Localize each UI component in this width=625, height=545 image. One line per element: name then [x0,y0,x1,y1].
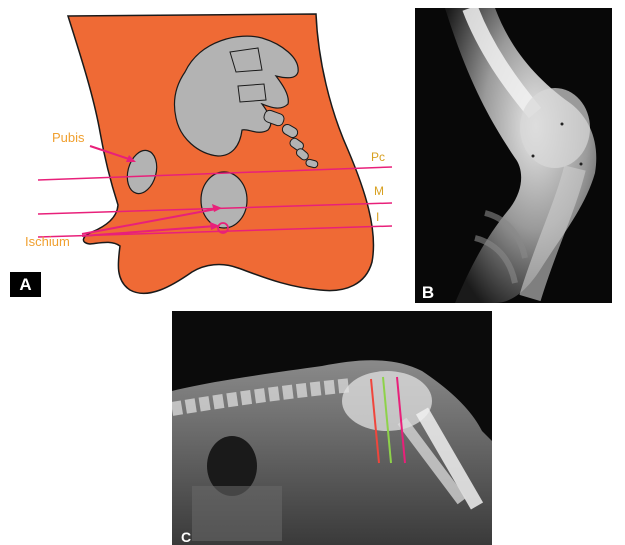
abdomen-texture [192,486,282,541]
marker-dot [561,123,564,126]
pc-line-label: Pc [371,150,385,164]
i-line-label: I [376,210,379,224]
pelvis-diagram [0,0,410,305]
marker-dot [580,163,583,166]
pubis-label: Pubis [52,130,85,145]
diagram-panel-a [0,0,410,305]
ischium-label: Ischium [25,234,70,249]
pelvis-bone-b [520,88,590,168]
panel-letter-b: B [415,283,441,303]
m-line-label: M [374,184,384,198]
radiograph-panel-b [415,8,612,303]
panel-letter-a: A [10,272,41,297]
ischium-bone [201,172,247,228]
radiograph-c-image [172,311,492,545]
radiograph-panel-c [172,311,492,545]
marker-dot [532,155,535,158]
radiograph-b-image [415,8,612,303]
panel-letter-c: C [175,528,197,545]
